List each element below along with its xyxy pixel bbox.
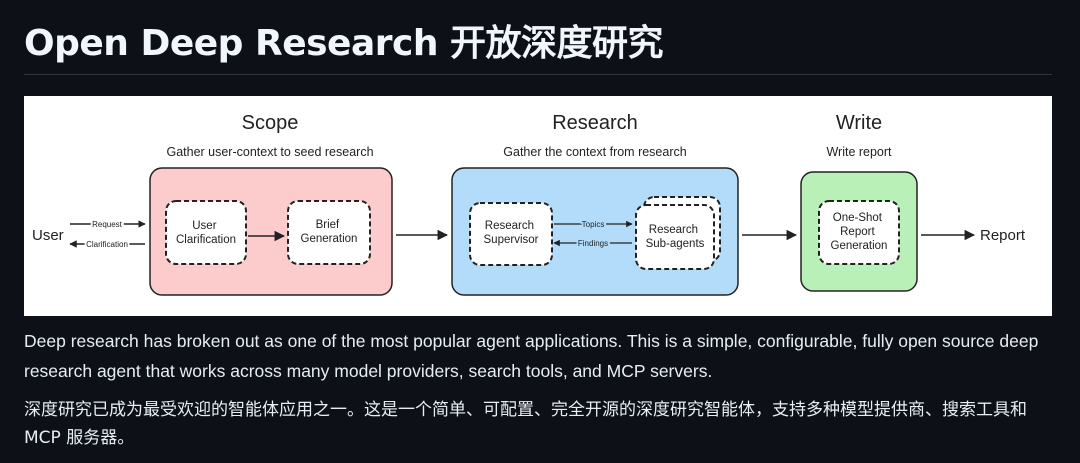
research-subagents-label-1: Research [649,224,698,236]
brief-generation-node [287,200,371,265]
scope-stage-title: Scope [242,112,299,134]
svg-text:Research Supervisor: Research Supervisor [484,220,539,246]
write-stage-title: Write [836,112,882,134]
architecture-diagram: Scope Gather user-context to seed resear… [24,96,1052,316]
svg-text:Brief Generation: Brief Generation [301,219,358,245]
research-stage-subtitle: Gather the context from research [503,145,686,159]
user-clarification-node [165,200,247,265]
write-stage-subtitle: Write report [826,145,892,159]
request-edge-label: Request [92,220,123,229]
brief-generation-label-2: Generation [301,233,358,245]
one-shot-report-label-1: One-Shot [833,212,883,224]
user-clarification-label-2: Clarification [176,234,236,246]
findings-edge-label: Findings [578,239,608,248]
research-stage-title: Research [552,112,638,134]
research-supervisor-label-1: Research [485,220,534,232]
english-description: Deep research has broken out as one of t… [24,331,1039,381]
one-shot-report-node [818,200,900,265]
report-node-label: Report [980,227,1026,244]
research-supervisor-node [469,202,553,266]
one-shot-report-label-3: Generation [831,240,888,252]
user-clarification-label-1: User [192,220,216,232]
research-subagents-node [635,204,715,270]
research-subagents-label-2: Sub-agents [646,238,705,250]
svg-text:One-Shot Report Ge: One-Shot Report Generation [831,212,888,252]
svg-text:User Clarification: User Clarification [176,220,236,246]
page-title: Open Deep Research 开放深度研究 [24,23,664,64]
clarification-edge-label: Clarification [86,240,128,249]
topics-edge-label: Topics [582,220,605,229]
title-divider [24,74,1052,75]
chinese-description: 深度研究已成为最受欢迎的智能体应用之一。这是一个简单、可配置、完全开源的深度研究… [24,400,1027,448]
user-node-label: User [32,227,64,244]
brief-generation-label-1: Brief [316,219,340,231]
scope-stage-subtitle: Gather user-context to seed research [166,145,373,159]
one-shot-report-label-2: Report [840,226,875,238]
svg-text:Research Sub-agents: Research Sub-agents [646,224,705,250]
research-supervisor-label-2: Supervisor [484,234,539,246]
